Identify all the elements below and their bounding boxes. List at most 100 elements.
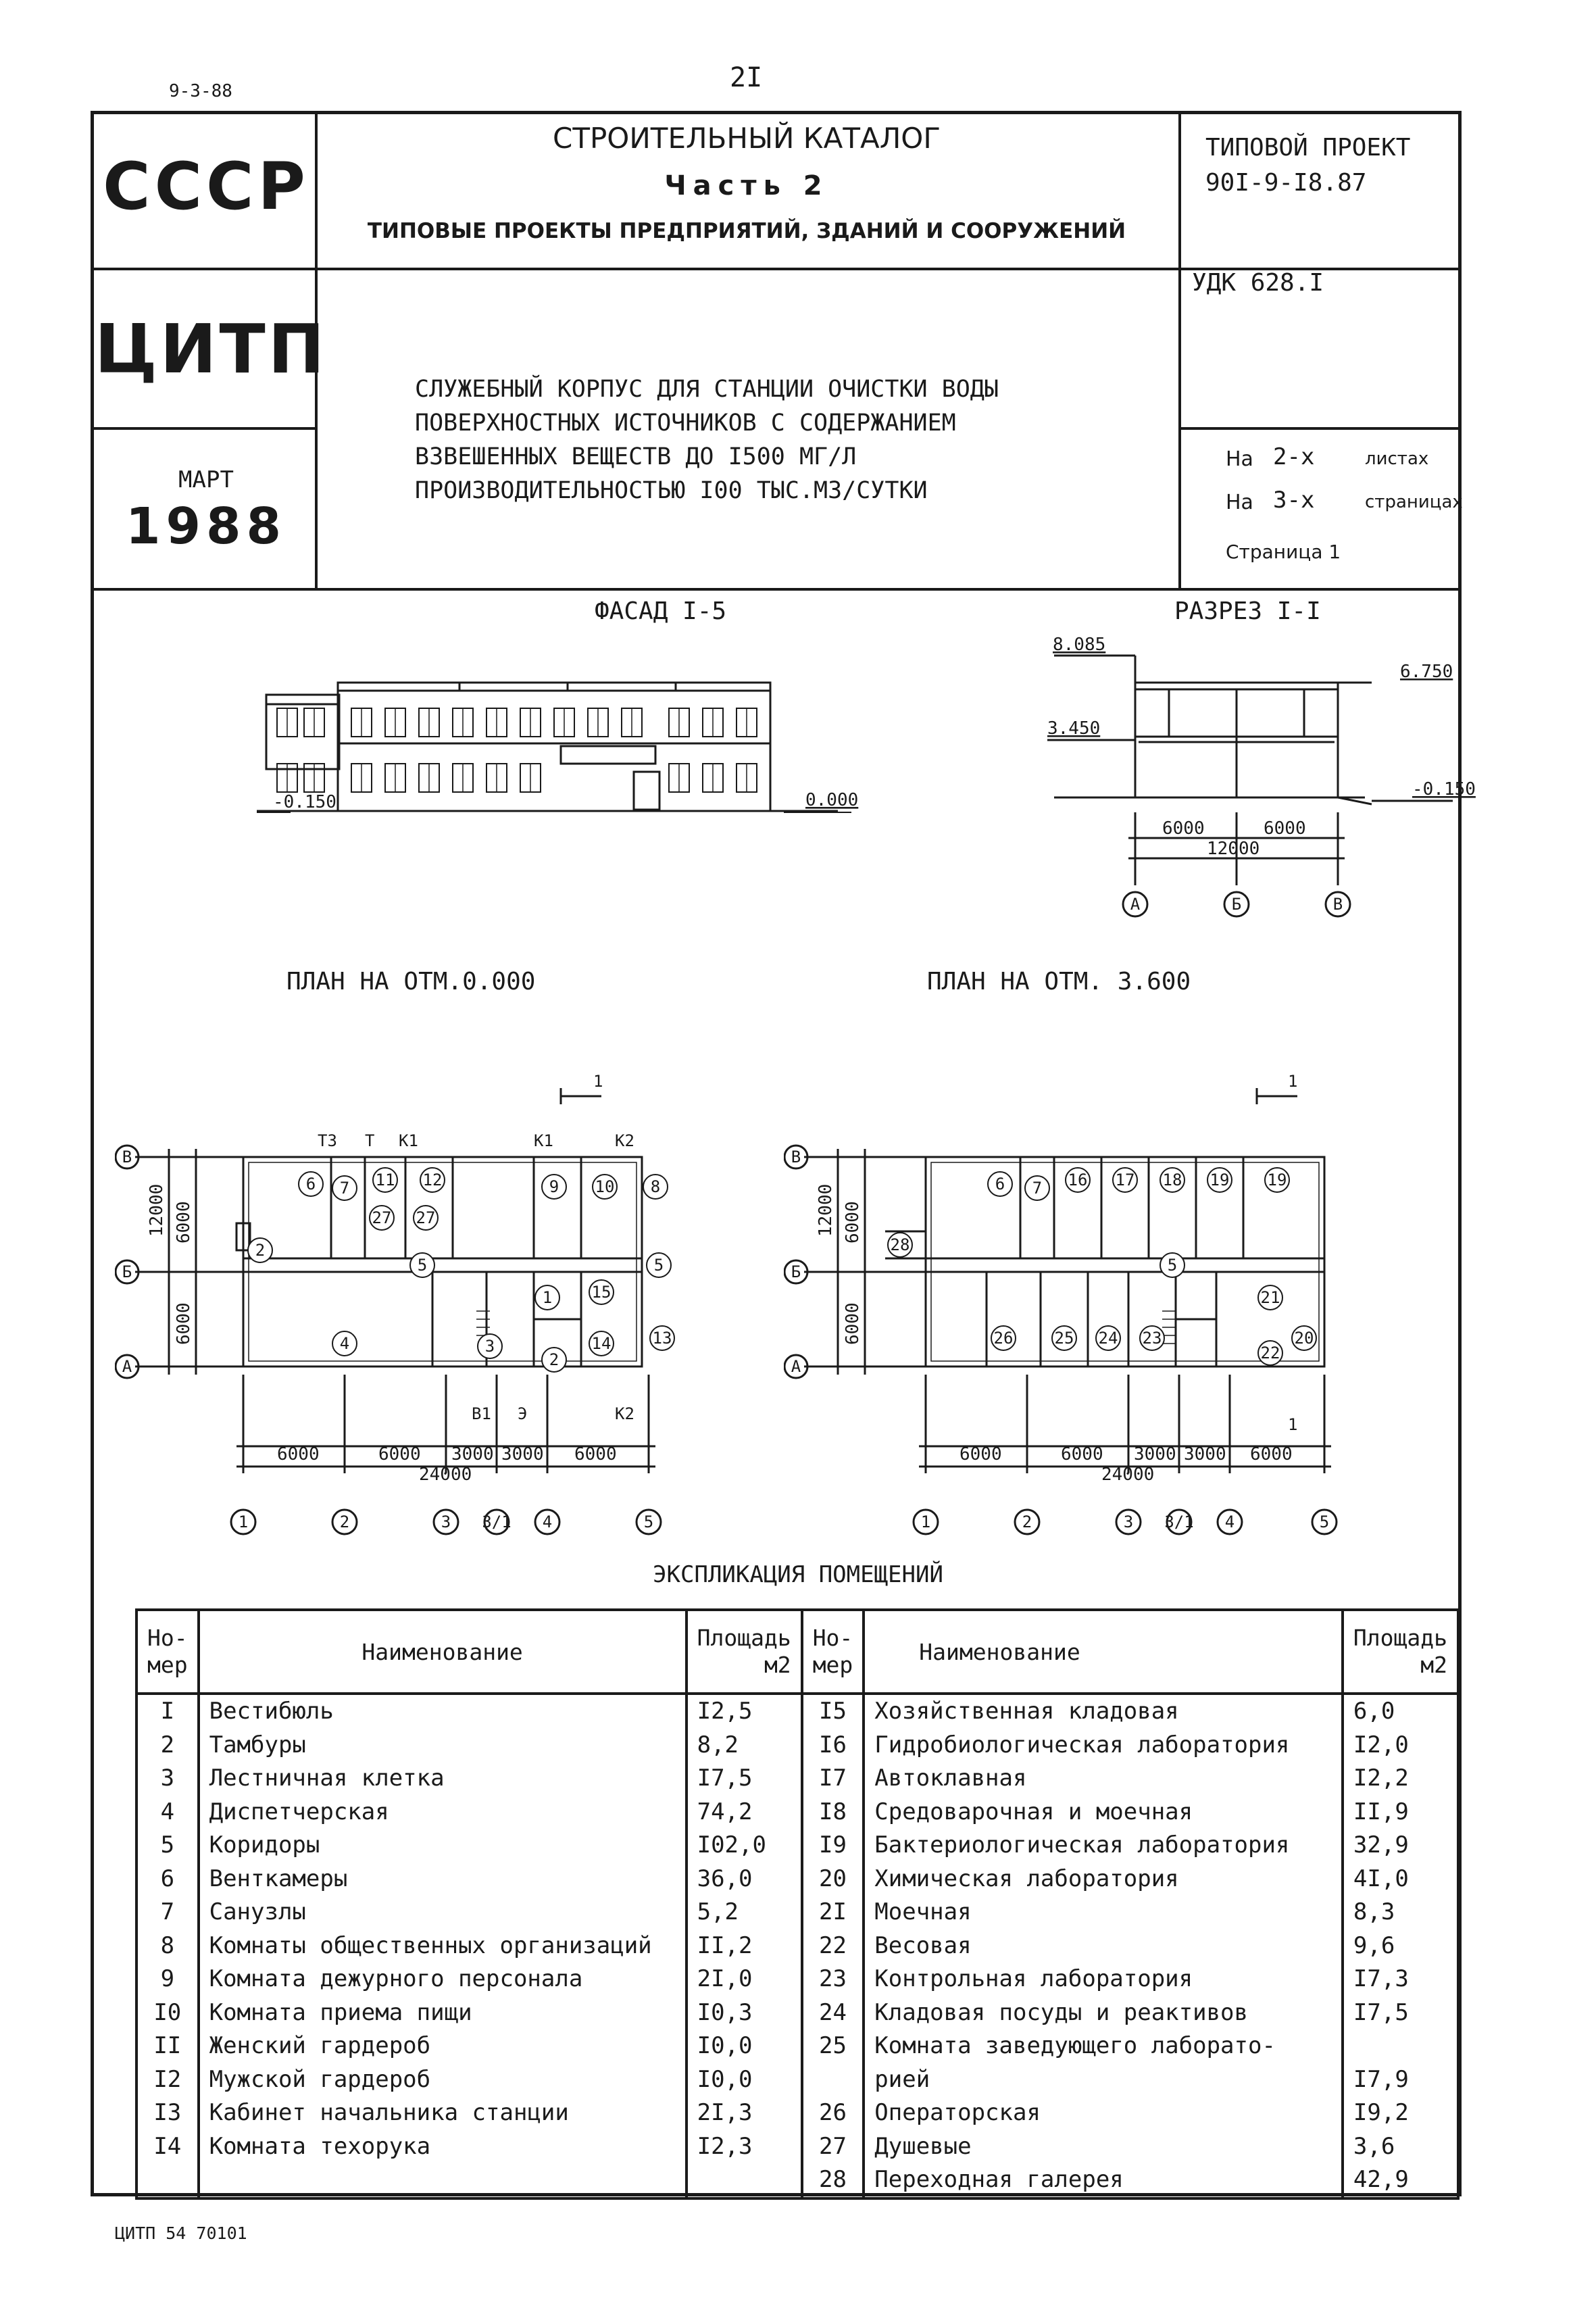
room-marker-circle [643, 1174, 668, 1200]
plan2-side-dim: 6000 [843, 1302, 863, 1345]
room-marker-label: 3 [485, 1337, 495, 1356]
plan1-network-label: К2 [615, 1131, 634, 1150]
section-title: РАЗРЕЗ I-I [1174, 597, 1321, 625]
room-marker-label: 9 [549, 1177, 559, 1196]
plan2-dim: 6000 [1061, 1444, 1103, 1464]
section-mark-mid: 3.450 [1047, 718, 1100, 739]
room-name: Венткамеры [197, 1862, 688, 1896]
pages-on: На [1226, 491, 1253, 514]
section-axis-label: А [1130, 895, 1141, 914]
plan1-col-axis: 2 [340, 1512, 349, 1531]
sheets-on: На [1226, 447, 1253, 471]
sheets-row-divider [1178, 427, 1461, 430]
room-marker-label: 12 [423, 1171, 443, 1189]
room-marker-circle [1291, 1325, 1317, 1351]
room-name: Тамбуры [197, 1728, 688, 1762]
room-number [135, 2163, 200, 2200]
plan1-col-axis: 3/1 [482, 1512, 511, 1531]
room-marker-circle [649, 1325, 675, 1351]
room-marker-label: 13 [653, 1329, 672, 1348]
room-marker-circle [247, 1237, 273, 1263]
column-header-name: Наименование [862, 1608, 1344, 1695]
column-header-num: Но- мер [800, 1608, 866, 1695]
plan2-col-axis: 3/1 [1164, 1512, 1193, 1531]
room-area: 32,9 [1341, 1829, 1460, 1863]
room-marker-circle [1159, 1252, 1185, 1278]
plan2-section-mark: 1 [1288, 1072, 1297, 1091]
room-name: Переходная галерея [862, 2163, 1344, 2200]
room-name: Комната заведующего лаборато- [862, 2029, 1344, 2063]
room-marker-circle [332, 1331, 357, 1356]
room-marker-label: 7 [340, 1179, 349, 1198]
room-area: I7,5 [1341, 1996, 1460, 2029]
room-marker-label: 16 [1068, 1171, 1088, 1189]
room-marker-label: 7 [1032, 1179, 1042, 1198]
room-number: 6 [135, 1862, 200, 1896]
section-axis-label: Б [1232, 895, 1241, 914]
room-name [197, 2163, 688, 2200]
room-name: рией [862, 2063, 1344, 2096]
room-name: Хозяйственная кладовая [862, 1694, 1344, 1729]
room-area: I7,5 [684, 1762, 803, 1796]
room-marker-label: 2 [549, 1350, 559, 1369]
page-label: Страница 1 [1226, 541, 1341, 563]
room-number: I6 [800, 1728, 866, 1762]
room-area: I2,0 [1341, 1728, 1460, 1762]
room-marker-label: 22 [1261, 1344, 1280, 1362]
plan1-dim: 6000 [574, 1444, 617, 1464]
room-name: Комната приема пищи [197, 1996, 688, 2029]
room-marker-label: 18 [1163, 1171, 1182, 1189]
plan2-row-axis: А [791, 1357, 801, 1376]
room-marker-label: 19 [1268, 1171, 1287, 1189]
room-area: 2I,3 [684, 2096, 803, 2130]
room-marker-circle [1159, 1167, 1185, 1193]
stamp-row-divider [92, 427, 316, 430]
plan1-dim: 3000 [501, 1444, 544, 1464]
plan1-network-label: К1 [399, 1131, 418, 1150]
room-marker-circle [409, 1252, 435, 1278]
project-label: ТИПОВОЙ ПРОЕКТ [1205, 134, 1411, 162]
description-line: СЛУЖЕБНЫЙ КОРПУС ДЛЯ СТАНЦИИ ОЧИСТКИ ВОД… [415, 376, 999, 403]
footer-code: ЦИТП 54 70101 [115, 2223, 247, 2243]
section-mark-top-right: 6.750 [1400, 662, 1453, 682]
facade-mark-left: -0.150 [273, 792, 336, 812]
right-column-divider [1178, 112, 1181, 589]
room-marker-label: 24 [1099, 1329, 1118, 1348]
room-marker-label: 25 [1055, 1329, 1074, 1348]
description-line: ПРОИЗВОДИТЕЛЬНОСТЬЮ I00 ТЫС.М3/СУТКИ [415, 477, 928, 504]
room-marker-circle [1207, 1167, 1232, 1193]
catalog-title: СТРОИТЕЛЬНЫЙ КАТАЛОГ [553, 122, 941, 155]
header-divider [92, 268, 1461, 270]
room-area: I0,0 [684, 2029, 803, 2063]
room-area: I7,9 [1341, 2063, 1460, 2096]
plan1-side-dim: 6000 [174, 1302, 194, 1345]
room-area: II,2 [684, 1929, 803, 1963]
plan1-col-axis: 1 [239, 1512, 248, 1531]
plan1-section-mark: 1 [593, 1072, 603, 1091]
plan1-row-axis: А [122, 1357, 132, 1376]
room-number: 5 [135, 1829, 200, 1863]
room-name: Операторская [862, 2096, 1344, 2130]
plan2-title: ПЛАН НА ОТМ. 3.600 [927, 968, 1191, 995]
room-marker-label: 28 [891, 1235, 910, 1254]
section-axis-label: В [1333, 895, 1343, 914]
plan2-row-axis: В [791, 1148, 801, 1166]
room-name: Моечная [862, 1896, 1344, 1929]
plan1-network-label: К1 [534, 1131, 553, 1150]
room-marker-circle [589, 1331, 614, 1356]
plan1-network-label: К2 [615, 1404, 634, 1423]
room-marker-label: 15 [592, 1283, 612, 1302]
room-marker-circle [534, 1285, 560, 1310]
facade-drawing: -0.150 0.000 [257, 681, 858, 813]
room-marker-label: 5 [418, 1256, 427, 1275]
room-marker-label: 10 [595, 1177, 615, 1196]
month-label: МАРТ [178, 466, 234, 493]
room-name: Санузлы [197, 1896, 688, 1929]
